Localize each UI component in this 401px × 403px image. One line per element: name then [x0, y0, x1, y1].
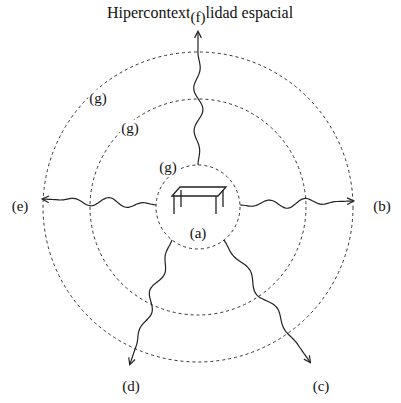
table-leg [180, 190, 181, 207]
callout-letter: (c) [312, 378, 331, 395]
table-leg [222, 190, 223, 207]
wavy-arrow [224, 240, 310, 362]
table-leg [215, 196, 216, 214]
callout-letter: (e) [11, 198, 30, 215]
callout-letter: (g) [158, 159, 178, 176]
wavy-arrow [240, 198, 353, 208]
callout-letter: (f) [190, 9, 207, 26]
wavy-arrow [43, 198, 156, 208]
middle-ring [90, 99, 306, 315]
wavy-arrow [130, 240, 172, 364]
callout-letter: (d) [121, 378, 141, 395]
callout-letter: (b) [372, 198, 392, 215]
wavy-arrows [43, 32, 353, 364]
inner-ring [156, 165, 240, 249]
table-drawing [172, 187, 226, 214]
callout-letter: (g) [88, 90, 108, 107]
callout-letter: (a) [189, 225, 208, 242]
wavy-arrow [194, 32, 203, 165]
table-top [172, 187, 226, 196]
table-leg [173, 196, 174, 214]
callout-letter: (g) [120, 120, 140, 137]
